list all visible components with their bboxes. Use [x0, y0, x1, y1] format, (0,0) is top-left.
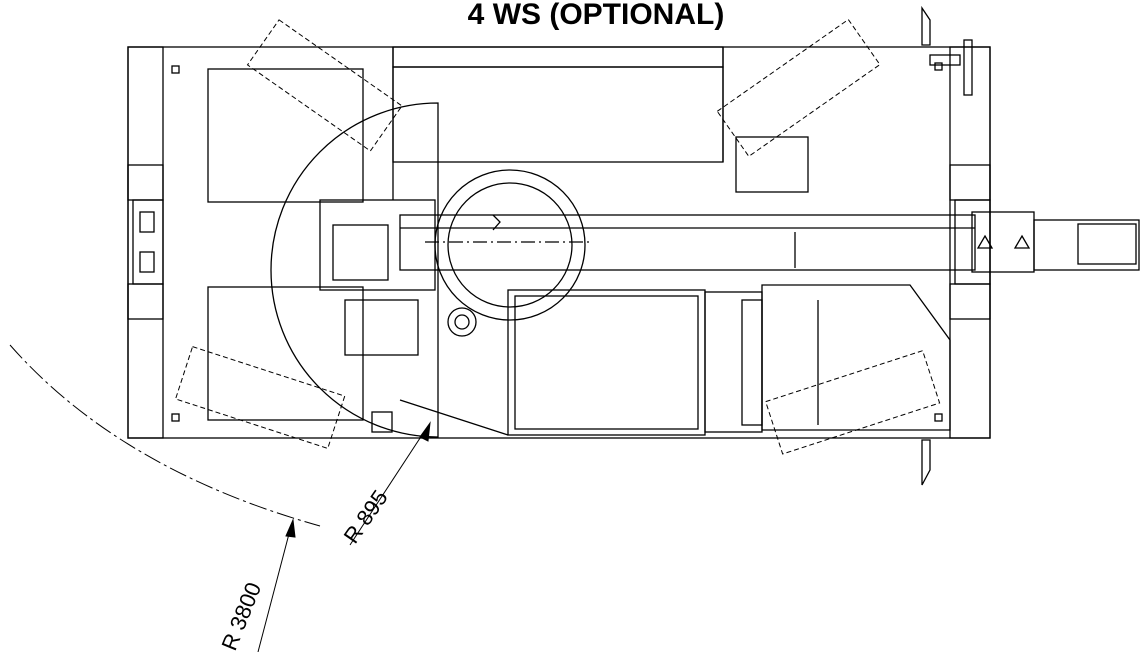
r3800-leader — [257, 529, 291, 652]
step-mount — [929, 54, 961, 66]
side-panel — [704, 291, 763, 433]
slew-drive-core — [454, 314, 470, 330]
dimension-r895: R 895 — [339, 485, 393, 547]
r3800-arrow — [285, 518, 296, 538]
wheel-front-right — [716, 18, 881, 158]
turret-inner — [332, 224, 389, 281]
right-axle-bottom — [949, 283, 991, 320]
step-bracket — [963, 39, 973, 96]
wheel-rear-right — [765, 350, 941, 455]
slew-drive — [447, 307, 477, 337]
left-axle-top — [127, 164, 164, 201]
head-triangle — [1013, 234, 1031, 249]
top-center-box — [392, 66, 724, 163]
turret-base — [319, 199, 436, 291]
r895-arrow — [419, 421, 431, 442]
left-axle-hub — [139, 251, 155, 273]
corner-hole — [171, 65, 180, 74]
wheel-rear-left — [174, 346, 346, 450]
side-panel-inner — [741, 299, 763, 426]
slewing-ring-outer — [434, 169, 586, 321]
slewing-ring-inner — [447, 182, 573, 308]
right-axle-center — [954, 199, 991, 285]
attachment-jaw — [1077, 223, 1137, 265]
boom — [399, 214, 976, 271]
left-bottom-box — [207, 286, 364, 421]
cab — [507, 289, 706, 436]
r3800-arc — [9, 344, 321, 527]
steer-wheels — [174, 18, 941, 455]
drawing-title: 4 WS (OPTIONAL) — [468, 0, 725, 31]
right-end-block — [949, 46, 991, 439]
turret-lower-block — [344, 299, 419, 356]
small-box — [371, 411, 393, 433]
corner-hole — [934, 62, 943, 71]
plate — [735, 136, 809, 193]
r895-leader — [349, 431, 425, 546]
dimension-r3800: R 3800 — [216, 579, 266, 652]
step-top — [921, 5, 931, 46]
dimensions — [9, 344, 431, 652]
left-axle-center — [132, 199, 164, 285]
turntable-semicircle — [270, 102, 439, 438]
attachment — [1033, 219, 1140, 271]
boom-tip-mark — [492, 214, 501, 231]
left-axle-hub — [139, 211, 155, 233]
step-bottom — [921, 439, 931, 486]
cab-inner — [514, 295, 699, 430]
left-axle-bottom — [127, 283, 164, 320]
right-axle-top — [949, 164, 991, 201]
chassis — [127, 5, 1140, 486]
wheel-front-left — [246, 19, 403, 152]
deck — [761, 284, 951, 431]
corner-hole — [934, 413, 943, 422]
head-triangle — [976, 234, 994, 249]
frame-line — [399, 399, 509, 436]
top-rail — [392, 46, 724, 68]
corner-hole — [171, 413, 180, 422]
